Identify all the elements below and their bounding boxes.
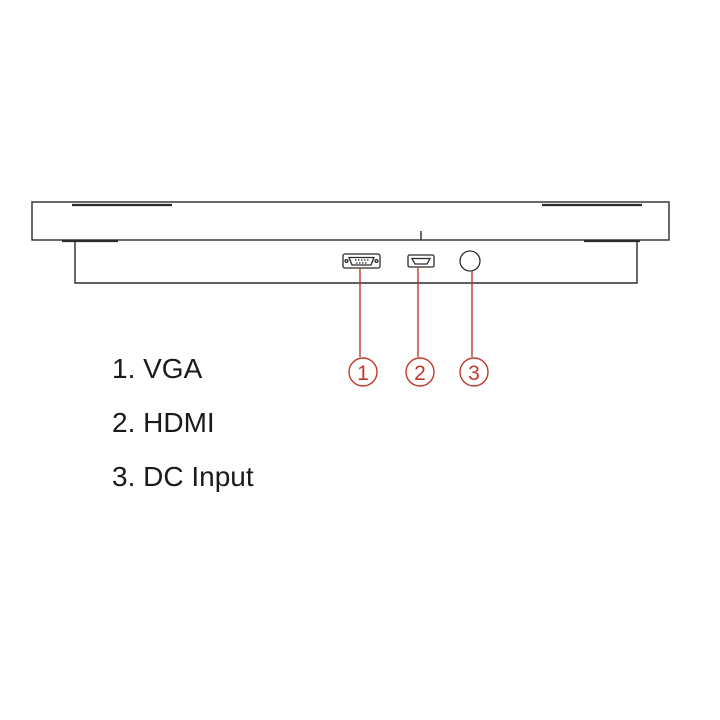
legend-item-dc-input: 3. DC Input — [112, 461, 254, 492]
callout-3: 3 — [459, 357, 489, 387]
callout-circle-2 — [405, 357, 435, 387]
port-legend: 1. VGA 2. HDMI 3. DC Input — [112, 342, 254, 504]
monitor-bezel — [31, 201, 670, 243]
callout-leaders — [359, 267, 473, 357]
callout-number-2: 2 — [414, 362, 426, 385]
legend-item-hdmi: 2. HDMI — [112, 407, 215, 438]
monitor-rear-housing — [74, 240, 638, 284]
callout-number-1: 1 — [357, 362, 369, 385]
callout-number-3: 3 — [468, 362, 480, 385]
hdmi-port-icon — [407, 254, 435, 268]
callout-circle-3 — [459, 357, 489, 387]
vga-port-icon — [342, 253, 381, 269]
legend-item-vga: 1. VGA — [112, 353, 203, 384]
callout-2: 2 — [405, 357, 435, 387]
dc-input-port-icon — [459, 250, 481, 272]
callout-1: 1 — [348, 357, 378, 387]
callout-circle-1 — [348, 357, 378, 387]
